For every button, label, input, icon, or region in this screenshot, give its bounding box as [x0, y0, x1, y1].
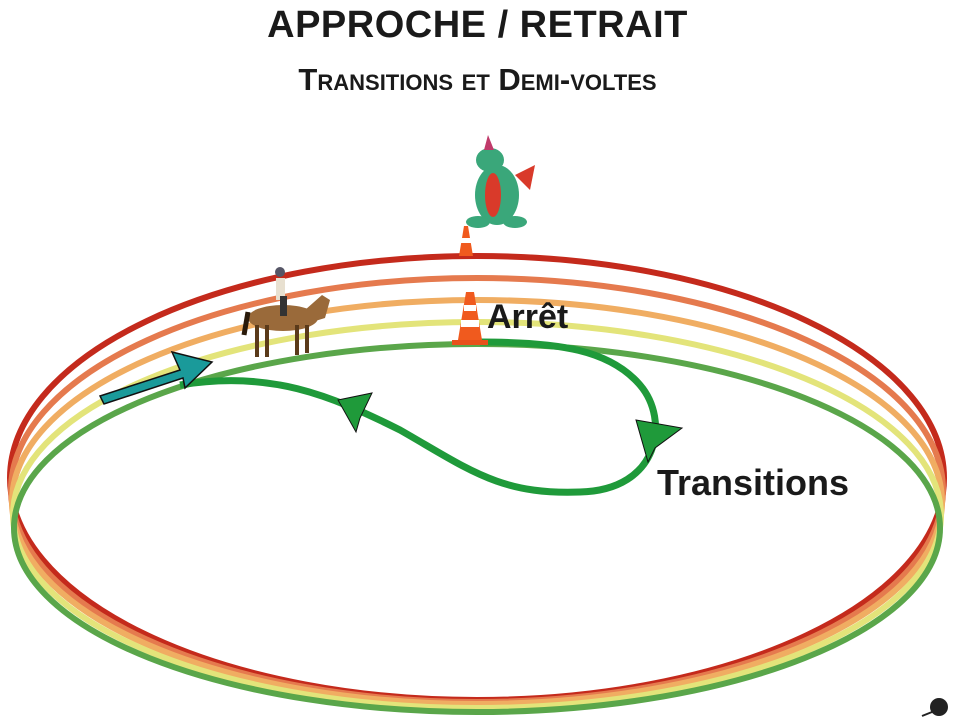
- subtitle: Transitions et Demi-voltes: [298, 62, 657, 97]
- arrowhead-left: [337, 392, 373, 434]
- ring-green: [11, 341, 943, 715]
- traffic-cone-icon: [459, 226, 473, 256]
- label-transitions: Transitions: [657, 462, 850, 503]
- signature-icon: [921, 698, 948, 717]
- traffic-cone-icon: [452, 292, 488, 345]
- arrowhead-down: [635, 419, 684, 464]
- dragon-icon: [466, 135, 535, 228]
- entry-arrow: [98, 350, 214, 405]
- label-stop: Arrêt: [487, 298, 569, 336]
- horse-rider-icon: [241, 267, 330, 357]
- demi-volte-path: [179, 338, 660, 496]
- title: APPROCHE / RETRAIT: [267, 4, 688, 46]
